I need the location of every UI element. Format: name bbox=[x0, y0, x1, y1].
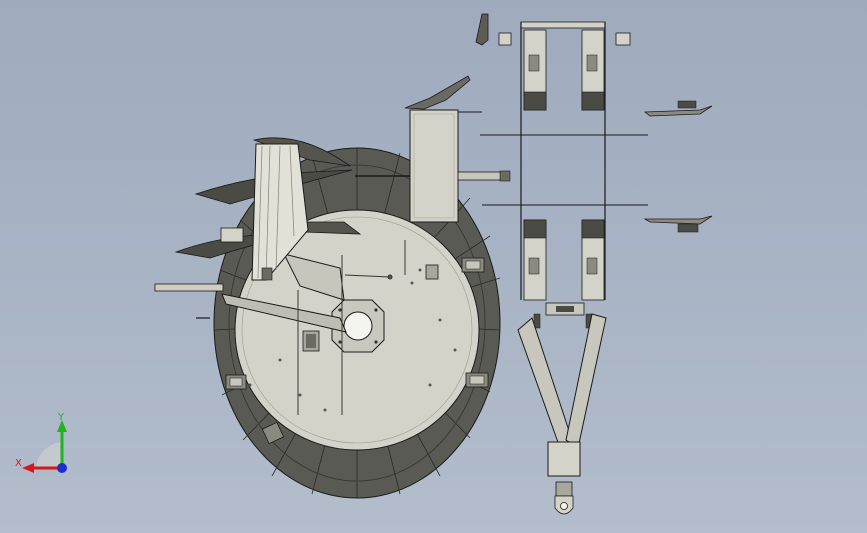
wall-bracket-bottom-left[interactable] bbox=[261, 421, 285, 445]
triad-z-axis bbox=[57, 463, 67, 473]
trailer-chassis[interactable] bbox=[480, 21, 648, 329]
exploded-part-blade-top[interactable] bbox=[404, 75, 482, 113]
screw-conveyor[interactable] bbox=[174, 137, 362, 281]
exploded-part-right-top[interactable] bbox=[643, 100, 713, 117]
coordinate-triad bbox=[22, 420, 67, 473]
exploded-part-bracket-top[interactable] bbox=[475, 13, 631, 46]
control-box[interactable] bbox=[355, 109, 511, 223]
cable-line bbox=[344, 274, 393, 280]
center-hub-flange[interactable] bbox=[331, 299, 385, 353]
triad-x-label: X bbox=[15, 458, 22, 469]
wheel-housing-bottom-left[interactable] bbox=[523, 219, 547, 301]
wheel-housing-top-right[interactable] bbox=[581, 29, 605, 111]
triad-y-label: Y bbox=[58, 412, 65, 423]
exploded-part-right-bottom[interactable] bbox=[643, 215, 713, 233]
boom-arm[interactable] bbox=[154, 253, 347, 333]
wheel-housing-top-left[interactable] bbox=[523, 29, 547, 111]
support-rods bbox=[297, 240, 406, 415]
wall-bracket-right-lower[interactable] bbox=[465, 372, 489, 388]
wall-bracket-left[interactable] bbox=[225, 374, 247, 390]
small-motor[interactable] bbox=[302, 330, 320, 352]
wall-bracket-right-upper[interactable] bbox=[461, 257, 485, 273]
wheel-housing-bottom-right[interactable] bbox=[581, 219, 605, 301]
small-clamp[interactable] bbox=[425, 264, 439, 280]
floor-bolts bbox=[248, 268, 457, 422]
tow-drawbar[interactable] bbox=[517, 313, 607, 515]
